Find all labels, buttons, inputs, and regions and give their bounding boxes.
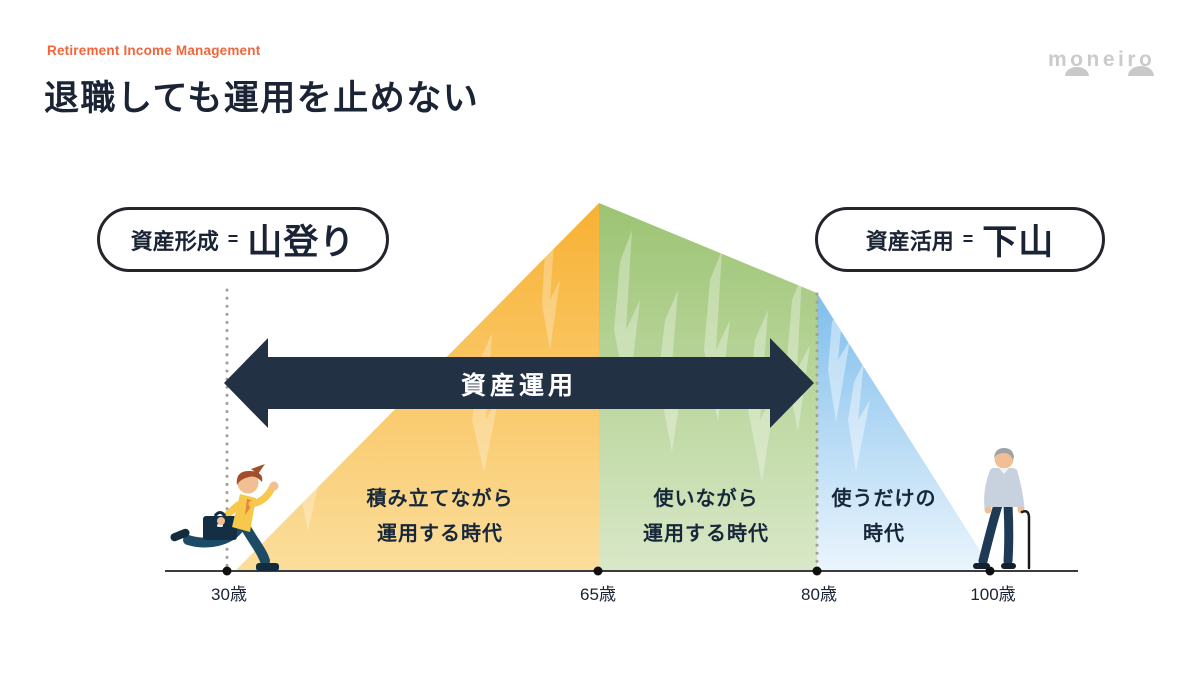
running-man-icon <box>170 464 279 571</box>
age-tick-65: 65歳 <box>580 585 616 604</box>
elderly-man-icon <box>973 448 1031 570</box>
phase-label-accumulation: 積み立てながら 運用する時代 <box>367 482 514 552</box>
asset-management-arrow-label: 資産運用 <box>460 372 578 400</box>
phase-label-line: 使いながら <box>653 488 759 510</box>
asset-usage-pill: 資産活用 = 下山 <box>815 207 1105 272</box>
tick-dot-30 <box>222 566 232 576</box>
logo-mountain-icon <box>1065 67 1089 76</box>
phase-label-line: 時代 <box>863 523 905 545</box>
phase-label-line: 運用する時代 <box>643 523 769 545</box>
asset-building-value: 山登り <box>247 223 356 262</box>
moneiro-logo: moneiro <box>1048 48 1168 82</box>
asset-usage-label: 資産活用 <box>865 228 954 254</box>
asset-building-pill: 資産形成 = 山登り <box>97 207 389 272</box>
asset-building-label: 資産形成 <box>130 228 219 254</box>
phase-label-line: 使うだけの <box>831 488 937 510</box>
asset-management-arrow <box>224 338 814 428</box>
phase-label-line: 積み立てながら <box>366 488 514 510</box>
logo-mountain-icon <box>1128 66 1154 76</box>
mountain-drawdown-section <box>817 293 993 571</box>
age-tick-30: 30歳 <box>211 585 247 604</box>
age-tick-100: 100歳 <box>970 585 1016 604</box>
equals-sign: = <box>962 229 974 249</box>
tick-dot-80 <box>812 566 822 576</box>
eyebrow-label: Retirement Income Management <box>47 43 261 58</box>
equals-sign: = <box>227 229 239 249</box>
asset-usage-value: 下山 <box>982 223 1055 262</box>
moneiro-wordmark: moneiro <box>1048 48 1156 71</box>
phase-label-line: 運用する時代 <box>377 523 503 545</box>
phase-label-use-while-invest: 使いながら 運用する時代 <box>643 482 769 552</box>
tick-dot-65 <box>593 566 603 576</box>
age-tick-80: 80歳 <box>801 585 837 604</box>
page-title: 退職しても運用を止めない <box>44 79 480 118</box>
phase-label-use-only: 使うだけの 時代 <box>832 482 937 552</box>
